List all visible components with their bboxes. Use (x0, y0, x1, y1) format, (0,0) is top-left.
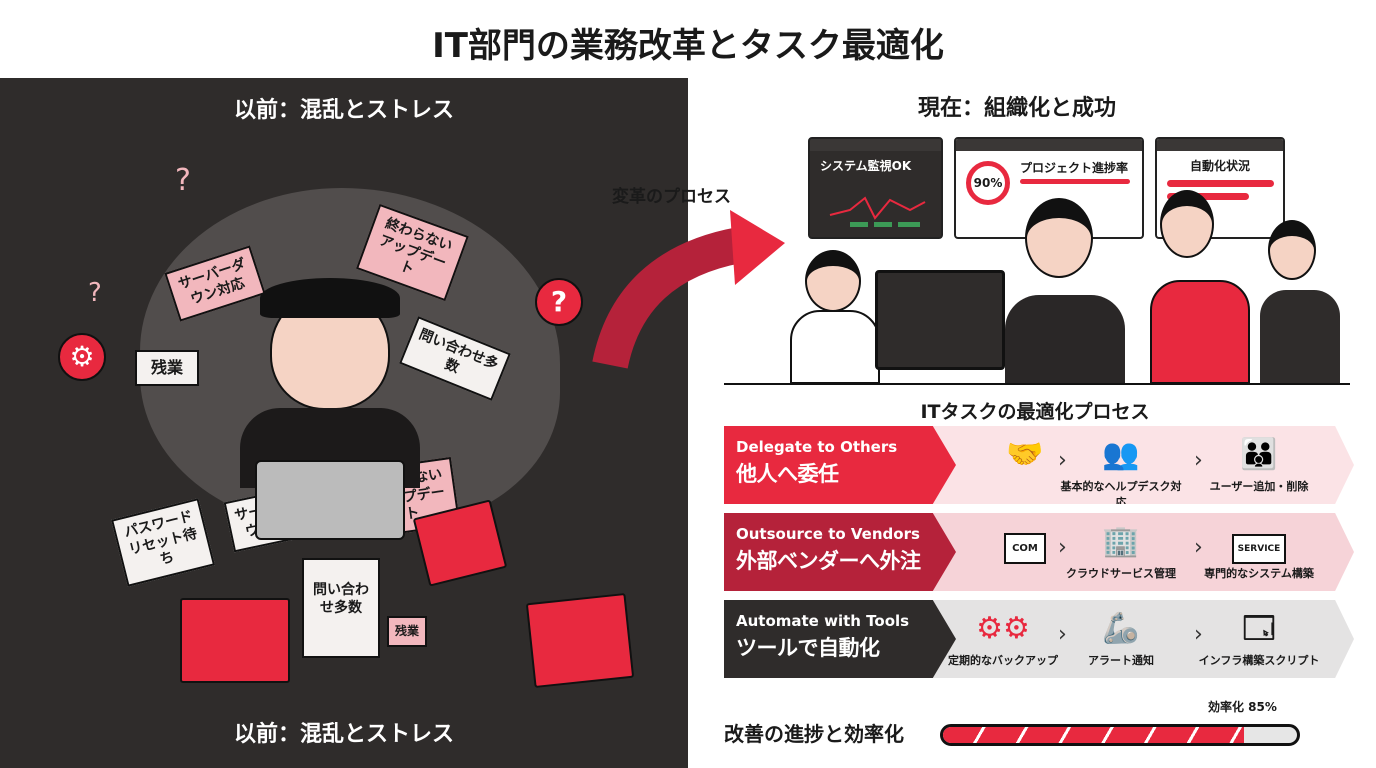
process-title: ITタスクの最適化プロセス (920, 401, 1150, 423)
item-label: 定期的なバックアップ (948, 654, 1058, 667)
after-heading: 現在：組織化と成功 (918, 96, 1117, 121)
process-row-outsource: Outsource to Vendors 外部ベンダーへ外注 COM › 🏢 クラウ… (724, 513, 1354, 591)
users-icon: 👪 (1240, 437, 1278, 472)
transformation-label: 変革のプロセス (612, 187, 731, 207)
service-clipboard-icon: SERVICE (1194, 519, 1324, 565)
automation-screen: 自動化状況 (1155, 137, 1285, 239)
desktop-monitor (875, 270, 1005, 370)
line-chart-icon (829, 196, 926, 227)
item-label: インフラ構築スクリプト (1198, 654, 1320, 667)
gears-icon: ⚙⚙ (976, 611, 1030, 646)
note: 残業 (135, 350, 199, 386)
row-title-jp: 他人へ委任 (736, 462, 839, 486)
team-illustration (770, 190, 1350, 384)
monitor-screen: システム監視OK (808, 137, 943, 239)
chevron-right-icon: › (1194, 622, 1203, 647)
progress-value: 効率化 85% (1208, 700, 1277, 714)
row-title-jp: 外部ベンダーへ外注 (736, 549, 921, 573)
monitor-label: システム監視OK (820, 159, 912, 173)
project-label: プロジェクト進捗率 (1020, 161, 1129, 175)
laptop (255, 460, 405, 540)
gear-icon: ⚙ (58, 333, 106, 381)
chevron-right-icon: › (1058, 622, 1067, 647)
automation-bar (1167, 180, 1275, 187)
item-label: 基本的なヘルプデスク対応 (1060, 480, 1182, 509)
helpdesk-icon: 👥 (1102, 437, 1140, 472)
before-panel: 以前：混乱とストレス サーバーダウン対応 終わらないアップデート 残業 問い合わ… (0, 78, 688, 768)
project-bar (1020, 179, 1130, 184)
row-title-en: Delegate to Others (736, 438, 898, 456)
chevron-right-icon: › (1058, 448, 1067, 473)
buildings-icon: 🏢 (1102, 524, 1140, 559)
before-heading: 以前：混乱とストレス (233, 98, 454, 123)
item-label: クラウドサービス管理 (1066, 567, 1176, 580)
robot-arm-icon: 🦾 (1102, 611, 1140, 646)
chevron-right-icon: › (1058, 535, 1067, 560)
progress-fill (943, 727, 1244, 743)
script-window-icon: 🗔 (1242, 611, 1276, 646)
note: 問い合わせ多数 (302, 558, 380, 658)
progress-label: 改善の進捗と効率化 (724, 722, 904, 746)
stressed-worker-hair (260, 278, 400, 318)
page-title: IT部門の業務改革とタスク最適化 (432, 26, 944, 66)
automation-label: 自動化状況 (1189, 159, 1250, 173)
contract-icon: COM (960, 519, 1090, 565)
item-label: ユーザー追加・削除 (1209, 480, 1309, 493)
progress-ring: 90% (966, 161, 1010, 205)
transformation-arrow-icon (592, 210, 785, 369)
folder (525, 593, 635, 688)
question-mark-icon: ? (88, 278, 102, 308)
automation-bar (1167, 193, 1249, 200)
item-label: アラート通知 (1088, 654, 1154, 667)
row-title-jp: ツールで自動化 (736, 636, 880, 660)
note: パスワードリセット待ち (111, 498, 215, 587)
question-bubble-icon: ? (535, 278, 583, 326)
folder (180, 598, 290, 683)
row-title-en: Automate with Tools (736, 612, 910, 630)
before-caption: 以前：混乱とストレス (233, 722, 454, 747)
chevron-right-icon: › (1194, 535, 1203, 560)
row-title-en: Outsource to Vendors (736, 525, 920, 543)
chevron-right-icon: › (1194, 448, 1203, 473)
question-mark-icon: ? (175, 163, 191, 198)
note: 残業 (387, 616, 427, 647)
efficiency-progress-bar (940, 724, 1300, 746)
handover-icon: 🤝 (1006, 437, 1044, 472)
item-label: 専門的なシステム構築 (1204, 567, 1314, 580)
divider (724, 383, 1350, 385)
